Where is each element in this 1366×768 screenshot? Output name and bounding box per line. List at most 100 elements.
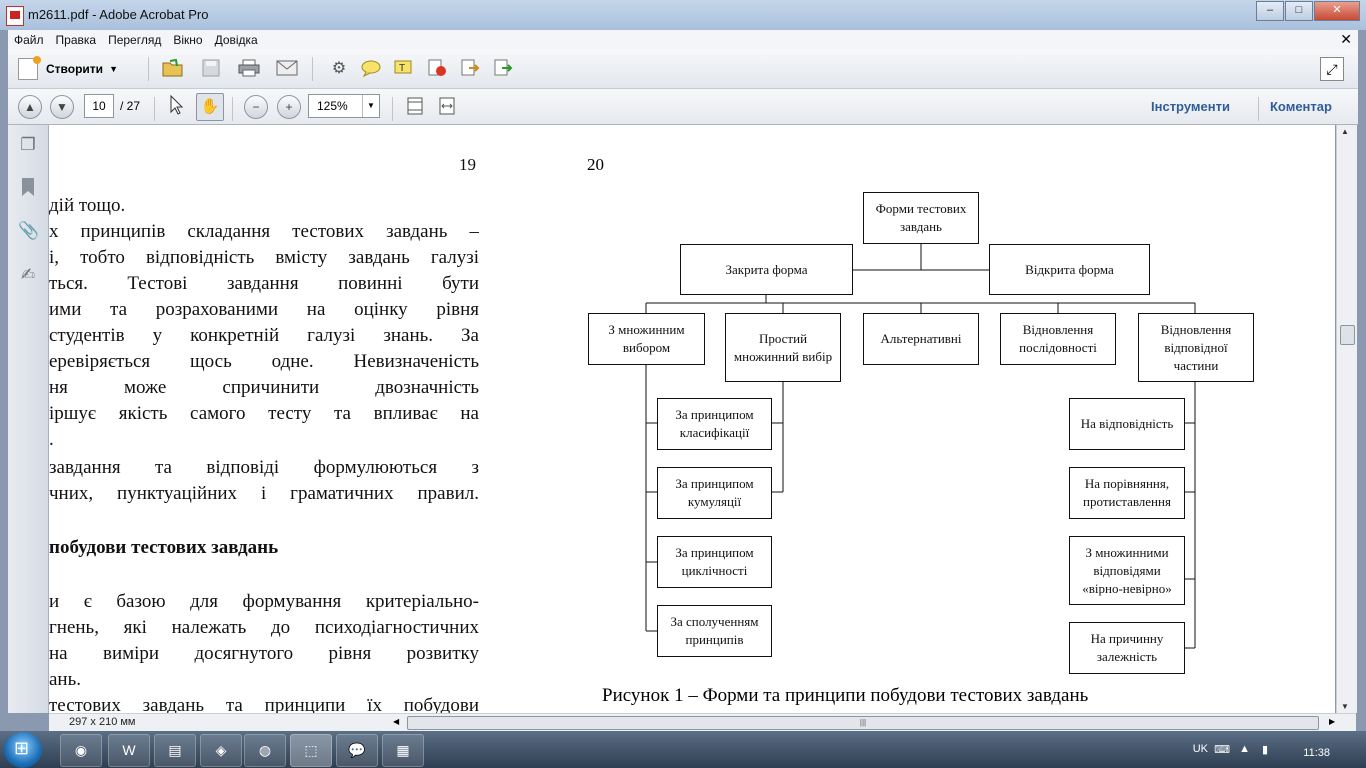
text-line: студентів у конкретній галузі знань. За [49, 325, 479, 346]
create-label: Створити [46, 62, 104, 76]
chevron-down-icon: ▼ [109, 64, 118, 74]
acrobat-taskbar-icon[interactable]: ⬚ [290, 734, 332, 767]
fit-width-icon[interactable] [436, 96, 458, 116]
hand-tool-icon[interactable]: ✋ [196, 93, 224, 121]
classification-box: За принципом класифікації [657, 398, 772, 450]
expand-view-icon[interactable]: ⤢ [1320, 57, 1344, 81]
page-thumbnails-icon[interactable]: ❐ [20, 135, 36, 154]
diagram-root: Форми тестових завдань [863, 192, 979, 244]
word-taskbar-icon[interactable]: W [108, 734, 150, 767]
maximize-button[interactable]: □ [1285, 1, 1313, 21]
connector-lines [645, 244, 1196, 649]
menu-edit[interactable]: Правка [55, 32, 97, 47]
text-line: ня може спричинити двозначність [49, 377, 479, 398]
text-line: на виміри досягнутого рівня розвитку [49, 643, 479, 664]
open-folder-icon[interactable] [162, 58, 184, 78]
text-line: тестових завдань та принципи їх побудови [49, 695, 479, 713]
text-line: іршує якість самого тесту та впливає на [49, 403, 479, 424]
toolbar-divider [232, 97, 233, 121]
notes-taskbar-icon[interactable]: ▦ [382, 734, 424, 767]
keyboard-icon[interactable]: ⌨ [1214, 744, 1230, 756]
select-cursor-icon[interactable] [166, 95, 188, 115]
menu-window[interactable]: Вікно [173, 32, 203, 47]
create-button[interactable]: Створити ▼ [18, 56, 118, 81]
language-indicator[interactable]: UK [1192, 743, 1208, 755]
chevron-down-icon[interactable]: ▼ [362, 95, 379, 117]
export-icon[interactable] [459, 58, 481, 78]
print-icon[interactable] [238, 58, 260, 78]
causal-box: На причинну залежність [1069, 622, 1185, 674]
true-false-box: З множинними відповідями «вірно-невірно» [1069, 536, 1185, 605]
zoom-select[interactable]: 125% ▼ [308, 94, 380, 118]
menu-file[interactable]: Файл [14, 32, 44, 47]
comment-icon[interactable] [360, 58, 382, 78]
tray-arrow-icon[interactable]: ▲ [1239, 743, 1250, 755]
chrome-taskbar-icon[interactable]: ◉ [60, 734, 102, 767]
menu-help[interactable]: Довідка [214, 32, 258, 47]
previous-page-icon[interactable]: ▲ [18, 95, 42, 119]
bookmarks-icon[interactable] [18, 177, 38, 197]
toolbar-divider [154, 97, 155, 121]
scroll-left-icon[interactable]: ◀ [393, 717, 400, 726]
highlight-icon[interactable]: T [393, 58, 415, 78]
text-line: х принципів складання тестових завдань – [49, 221, 479, 242]
closed-form-box: Закрита форма [680, 244, 853, 295]
start-button[interactable] [4, 732, 42, 768]
share-icon[interactable] [492, 58, 514, 78]
text-line: ться. Тестові завдання повинні бути [49, 273, 479, 294]
page-19: 19 дій тощо. х принципів складання тесто… [49, 125, 489, 713]
settings-gear-icon[interactable]: ⚙ [331, 60, 347, 77]
attachments-icon[interactable]: 📎 [18, 221, 40, 240]
toolbar-divider [148, 57, 149, 81]
media-taskbar-icon[interactable]: ◈ [200, 734, 242, 767]
next-page-icon[interactable]: ▼ [50, 95, 74, 119]
comparison-box: На порівняння, протиставлення [1069, 467, 1185, 519]
horizontal-scrollbar[interactable]: 297 x 210 мм ◀ ||| ▶ [49, 713, 1356, 731]
fit-page-icon[interactable] [404, 96, 426, 116]
firefox-taskbar-icon[interactable]: ◍ [244, 734, 286, 767]
delete-pages-icon[interactable] [426, 58, 448, 78]
menu-view[interactable]: Перегляд [108, 32, 162, 47]
chat-taskbar-icon[interactable]: 💬 [336, 734, 378, 767]
menu-bar: Файл Правка Перегляд Вікно Довідка ✕ [8, 30, 1358, 49]
matching-part-box: Відновлення відповідної частини [1138, 313, 1254, 382]
page-number: 20 [587, 155, 604, 174]
tools-tab[interactable]: Інструменти [1151, 99, 1230, 114]
scroll-right-icon[interactable]: ▶ [1329, 717, 1336, 726]
comment-tab[interactable]: Коментар [1270, 99, 1332, 114]
navigation-toolbar: ▲ ▼ 10 / 27 ✋ − + 125% ▼ Інструменти Ком… [8, 89, 1358, 125]
text-line: ими та розрахованими на оцінку рівня [49, 299, 479, 320]
minimize-button[interactable]: – [1256, 1, 1284, 21]
close-button[interactable]: ✕ [1314, 1, 1360, 21]
horizontal-scroll-thumb[interactable]: ||| [407, 716, 1319, 730]
network-icon[interactable]: ▮ [1261, 744, 1268, 756]
text-line: дій тощо. [49, 195, 126, 216]
save-icon[interactable] [200, 58, 222, 78]
email-icon[interactable] [276, 58, 298, 78]
signatures-icon[interactable]: ✍ [20, 265, 36, 284]
vertical-scrollbar[interactable]: ▲ ▼ [1336, 125, 1357, 713]
page-number: 19 [459, 155, 476, 174]
explorer-taskbar-icon[interactable]: ▤ [154, 734, 196, 767]
text-line: еревіряється щось одне. Невизначеність [49, 351, 479, 372]
text-line: ань. [49, 669, 82, 690]
sequence-restore-box: Відновлення послідовності [1000, 313, 1116, 365]
acrobat-pdf-icon [6, 6, 24, 26]
page-size-label: 297 x 210 мм [69, 716, 136, 728]
taskbar: ◉ W ▤ ◈ ◍ ⬚ 💬 ▦ UK ⌨ ▲ ▮ 11:38 [0, 731, 1366, 768]
document-close-icon[interactable]: ✕ [1340, 31, 1352, 47]
zoom-out-icon[interactable]: − [244, 95, 268, 119]
page-number-input[interactable]: 10 [84, 94, 114, 118]
scroll-down-icon[interactable]: ▼ [1341, 702, 1349, 711]
text-line: . [49, 429, 54, 450]
create-document-icon [18, 56, 41, 80]
cyclicity-box: За принципом циклічності [657, 536, 772, 588]
section-heading: побудови тестових завдань [49, 537, 279, 558]
zoom-in-icon[interactable]: + [277, 95, 301, 119]
scroll-up-icon[interactable]: ▲ [1341, 127, 1349, 136]
text-line: чних, пунктуаційних і граматичних правил… [49, 483, 479, 504]
clock[interactable]: 11:38 [1303, 747, 1330, 759]
text-line: і, тобто відповідність вмісту завдань га… [49, 247, 479, 268]
main-toolbar: Створити ▼ ⚙ T ⤢ [8, 49, 1358, 89]
vertical-scroll-thumb[interactable] [1340, 325, 1355, 345]
